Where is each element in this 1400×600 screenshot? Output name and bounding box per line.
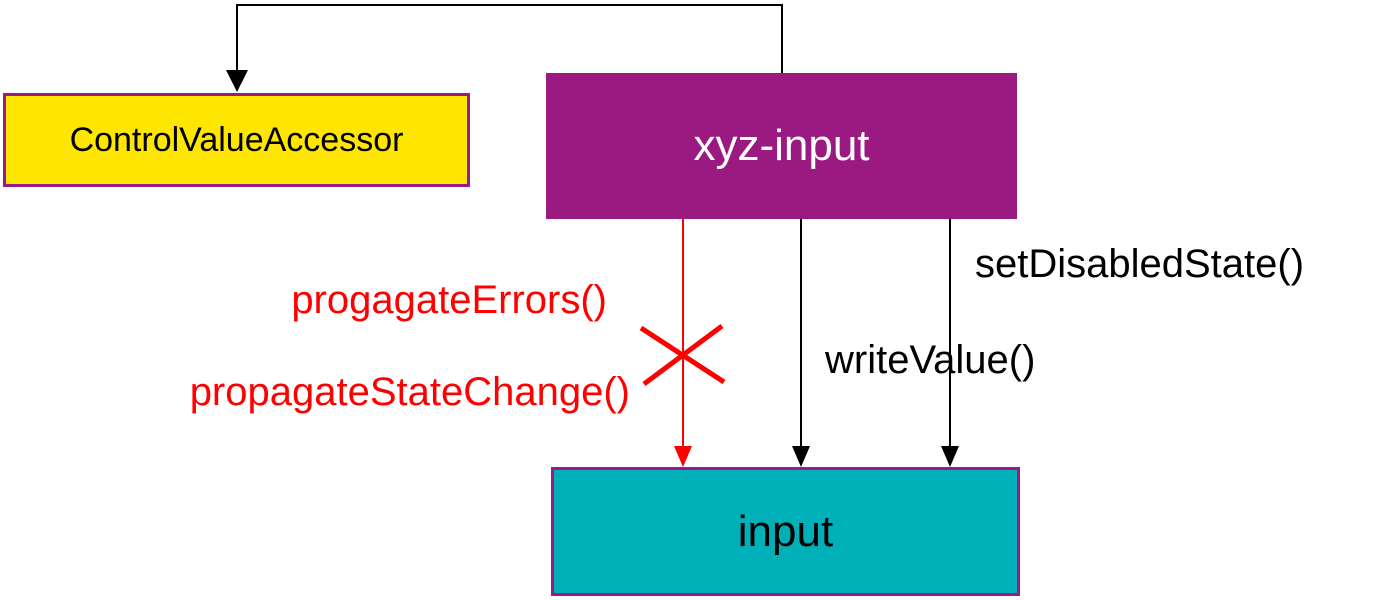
write-value-label: writeValue() — [825, 338, 1036, 382]
set-disabled-state-label: setDisabledState() — [975, 242, 1305, 286]
xyz-input-label: xyz-input — [693, 121, 870, 170]
control-value-accessor-label: ControlValueAccessor — [69, 120, 404, 159]
input-node: input — [551, 467, 1020, 596]
set-disabled-state-arrow — [941, 219, 959, 467]
write-value-arrow — [792, 219, 810, 467]
propagate-state-change-label: propagateStateChange() — [189, 370, 630, 414]
input-label: input — [737, 506, 834, 556]
blocked-cross-icon — [639, 323, 726, 387]
propagate-errors-label: progagateErrors() — [291, 278, 607, 322]
implements-arrow — [226, 4, 783, 92]
propagation-arrow — [674, 219, 692, 467]
xyz-input-node: xyz-input — [546, 73, 1017, 219]
control-value-accessor-node: ControlValueAccessor — [3, 93, 470, 187]
